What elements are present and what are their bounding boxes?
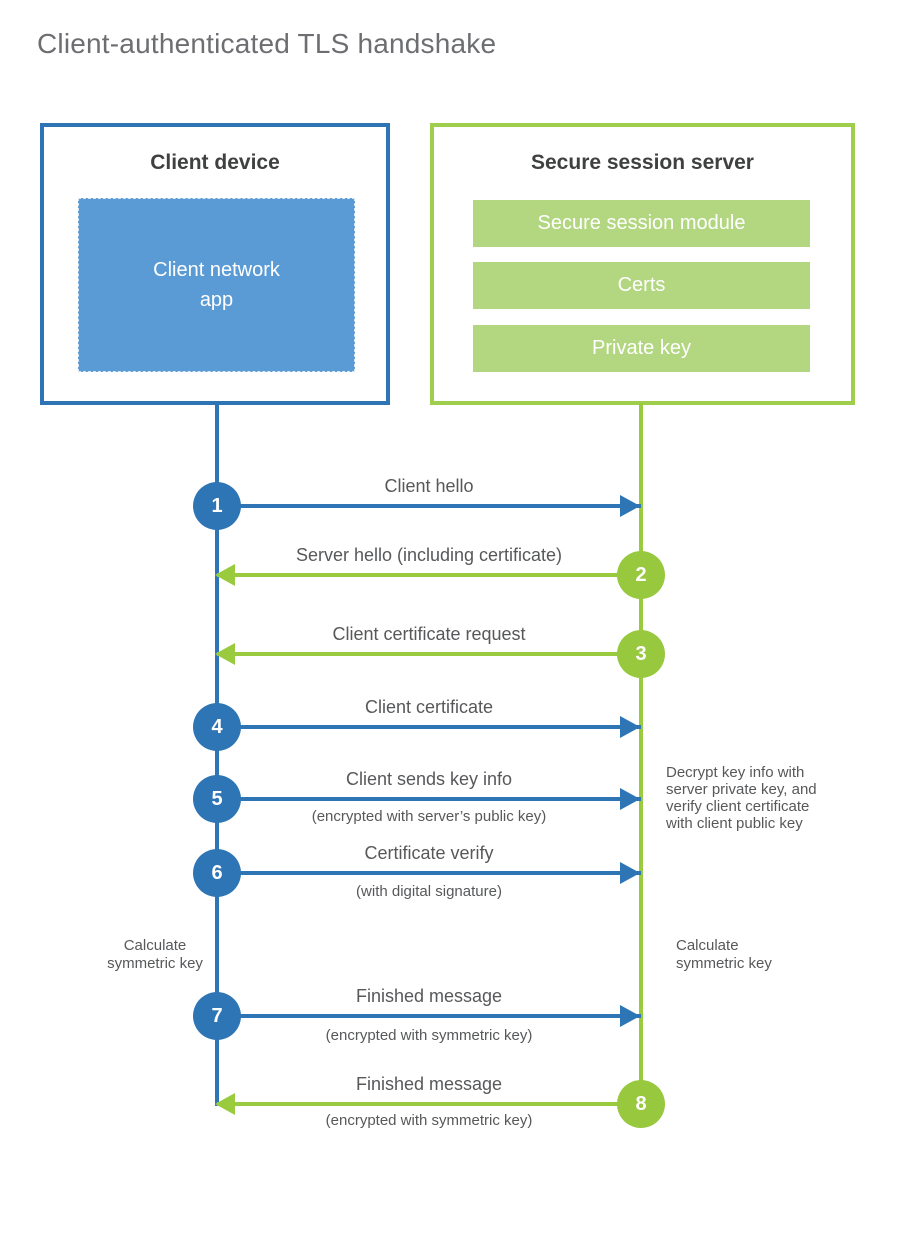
step-1-label: Client hello (384, 476, 474, 496)
step-5-badge: 5 (193, 775, 241, 823)
step-8-label: Finished message (355, 1074, 503, 1094)
client-network-app-box: Client network app (78, 198, 355, 372)
step-7-label: Finished message (355, 986, 503, 1006)
step-4-badge: 4 (193, 703, 241, 751)
step-8-badge: 8 (617, 1080, 665, 1128)
secure-session-server-title: Secure session server (531, 151, 754, 174)
step-6-sublabel: (with digital signature) (356, 883, 502, 900)
step-5-sublabel: (encrypted with server’s public key) (311, 808, 547, 825)
step-2-arrowhead-left-icon (215, 564, 235, 586)
step-4-arrow-line (217, 725, 641, 729)
step-2-badge: 2 (617, 551, 665, 599)
secure-session-module-bar: Secure session module (473, 200, 810, 247)
server-lifeline (639, 403, 643, 1106)
decrypt-note: Decrypt key info with server private key… (666, 764, 817, 832)
step-4-label: Client certificate (364, 697, 494, 717)
step-3-arrowhead-left-icon (215, 643, 235, 665)
step-4-arrowhead-right-icon (620, 716, 640, 738)
step-2-arrow-line (217, 573, 641, 577)
step-5-arrowhead-right-icon (620, 788, 640, 810)
step-1-arrowhead-right-icon (620, 495, 640, 517)
step-3-arrow-line (217, 652, 641, 656)
step-5-arrow-line (217, 797, 641, 801)
step-1-arrow-line (217, 504, 641, 508)
page-title: Client-authenticated TLS handshake (37, 28, 497, 59)
step-8-arrowhead-left-icon (215, 1093, 235, 1115)
step-6-badge: 6 (193, 849, 241, 897)
certs-bar: Certs (473, 262, 810, 309)
step-6-arrowhead-right-icon (620, 862, 640, 884)
step-8-sublabel: (encrypted with symmetric key) (325, 1112, 533, 1129)
step-5-label: Client sends key info (345, 769, 513, 789)
step-3-badge: 3 (617, 630, 665, 678)
step-6-arrow-line (217, 871, 641, 875)
step-3-label: Client certificate request (332, 624, 526, 644)
step-6-label: Certificate verify (364, 843, 494, 863)
step-7-arrowhead-right-icon (620, 1005, 640, 1027)
step-7-arrow-line (217, 1014, 641, 1018)
client-device-title: Client device (150, 151, 280, 174)
step-7-badge: 7 (193, 992, 241, 1040)
step-8-arrow-line (217, 1102, 641, 1106)
calculate-symmetric-key-left-note: Calculate symmetric key (107, 937, 203, 972)
client-lifeline (215, 405, 219, 1106)
step-1-badge: 1 (193, 482, 241, 530)
step-7-sublabel: (encrypted with symmetric key) (325, 1027, 533, 1044)
calculate-symmetric-key-right-note: Calculate symmetric key (676, 937, 772, 972)
step-2-label: Server hello (including certificate) (295, 545, 563, 565)
private-key-bar: Private key (473, 325, 810, 372)
